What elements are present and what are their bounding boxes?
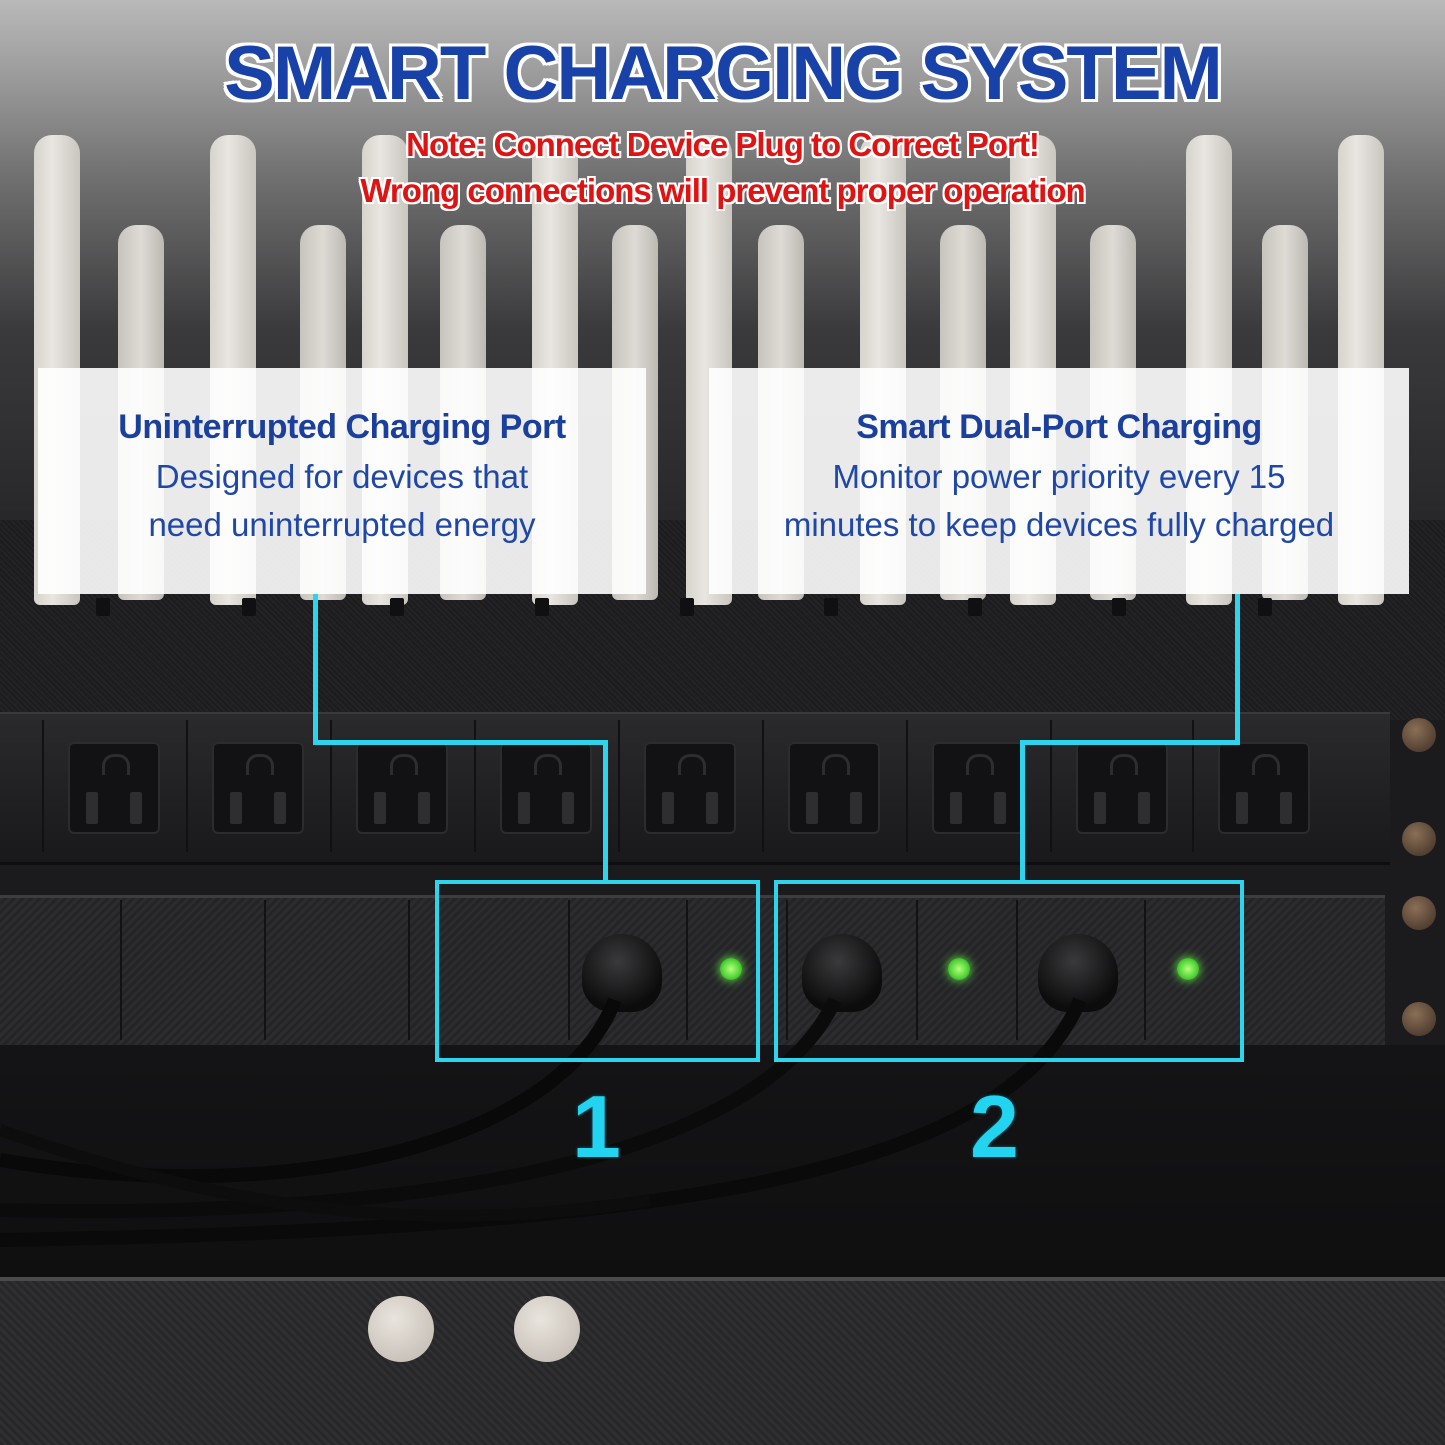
connector-line-2: [1020, 740, 1240, 745]
smart-charging-strip: [0, 895, 1385, 1048]
divider-post: [96, 598, 110, 616]
strip-panel: [264, 900, 410, 1040]
zone-label-1: 1: [572, 1077, 621, 1176]
outlet-icon: [932, 742, 1024, 834]
shelf-knob: [368, 1296, 434, 1362]
outlet: [42, 720, 184, 852]
shelf-front-panel: [0, 1277, 1445, 1445]
divider-post: [824, 598, 838, 616]
divider-post: [535, 598, 549, 616]
outlet-icon: [68, 742, 160, 834]
strip-panel: [686, 900, 788, 1040]
connector-line-2: [1020, 740, 1025, 882]
status-led-icon: [720, 958, 742, 980]
outlet: [762, 720, 904, 852]
divider-post: [680, 598, 694, 616]
screw-icon: [1402, 718, 1436, 752]
info-box-text: Monitor power priority every 15 minutes …: [709, 453, 1409, 549]
outlet-icon: [356, 742, 448, 834]
outlet: [1050, 720, 1192, 852]
info-box-line: Designed for devices that: [155, 458, 529, 495]
status-led-icon: [948, 958, 970, 980]
power-plug-icon: [802, 934, 882, 1012]
outlet: [330, 720, 472, 852]
warning-note-line-2: Wrong connections will prevent proper op…: [360, 172, 1085, 209]
uninterrupted-info-box: Uninterrupted Charging Port Designed for…: [38, 368, 646, 594]
outlet: [1192, 720, 1334, 852]
info-box-title: Uninterrupted Charging Port: [118, 408, 566, 446]
info-box-line: Monitor power priority every 15: [832, 458, 1286, 495]
outlet-icon: [1076, 742, 1168, 834]
outlet: [186, 720, 328, 852]
strip-panel: [916, 900, 1018, 1040]
info-box-line: need uninterrupted energy: [148, 506, 536, 543]
dual-port-highlight: [774, 880, 1244, 1062]
page-title: SMART CHARGING SYSTEM: [224, 31, 1223, 116]
outlet-icon: [788, 742, 880, 834]
outlet: [906, 720, 1048, 852]
outlet-icon: [212, 742, 304, 834]
zone-label-2: 2: [970, 1077, 1019, 1176]
strip-panel: [786, 900, 918, 1040]
divider-post: [242, 598, 256, 616]
divider-post: [1112, 598, 1126, 616]
power-plug-icon: [582, 934, 662, 1012]
outlet-icon: [644, 742, 736, 834]
screw-icon: [1402, 1002, 1436, 1036]
outlet-icon: [500, 742, 592, 834]
dual-port-info-box: Smart Dual-Port Charging Monitor power p…: [709, 368, 1409, 594]
divider-post: [390, 598, 404, 616]
power-cables: [0, 997, 1087, 1247]
uninterrupted-port-highlight: [435, 880, 760, 1062]
shelf-knob: [514, 1296, 580, 1362]
strip-panel: [568, 900, 688, 1040]
connector-line-2: [1235, 594, 1240, 744]
screw-icon: [1402, 822, 1436, 856]
outlet-icon: [1218, 742, 1310, 834]
strip-panel: [1144, 900, 1236, 1040]
outlet: [618, 720, 760, 852]
connector-line-1: [313, 594, 318, 744]
divider-post: [968, 598, 982, 616]
info-box-text: Designed for devices that need uninterru…: [38, 453, 646, 549]
divider-post: [1258, 598, 1272, 616]
connector-line-1: [603, 740, 608, 882]
outlet: [474, 720, 616, 852]
info-box-title: Smart Dual-Port Charging: [856, 408, 1262, 446]
warning-note-line-1: Note: Connect Device Plug to Correct Por…: [406, 126, 1040, 163]
strip-panel: [408, 900, 570, 1040]
status-led-icon: [1177, 958, 1199, 980]
strip-panel: [1016, 900, 1146, 1040]
power-plug-icon: [1038, 934, 1118, 1012]
strip-panel: [120, 900, 266, 1040]
info-box-line: minutes to keep devices fully charged: [783, 506, 1335, 543]
connector-line-1: [313, 740, 608, 745]
screw-icon: [1402, 896, 1436, 930]
